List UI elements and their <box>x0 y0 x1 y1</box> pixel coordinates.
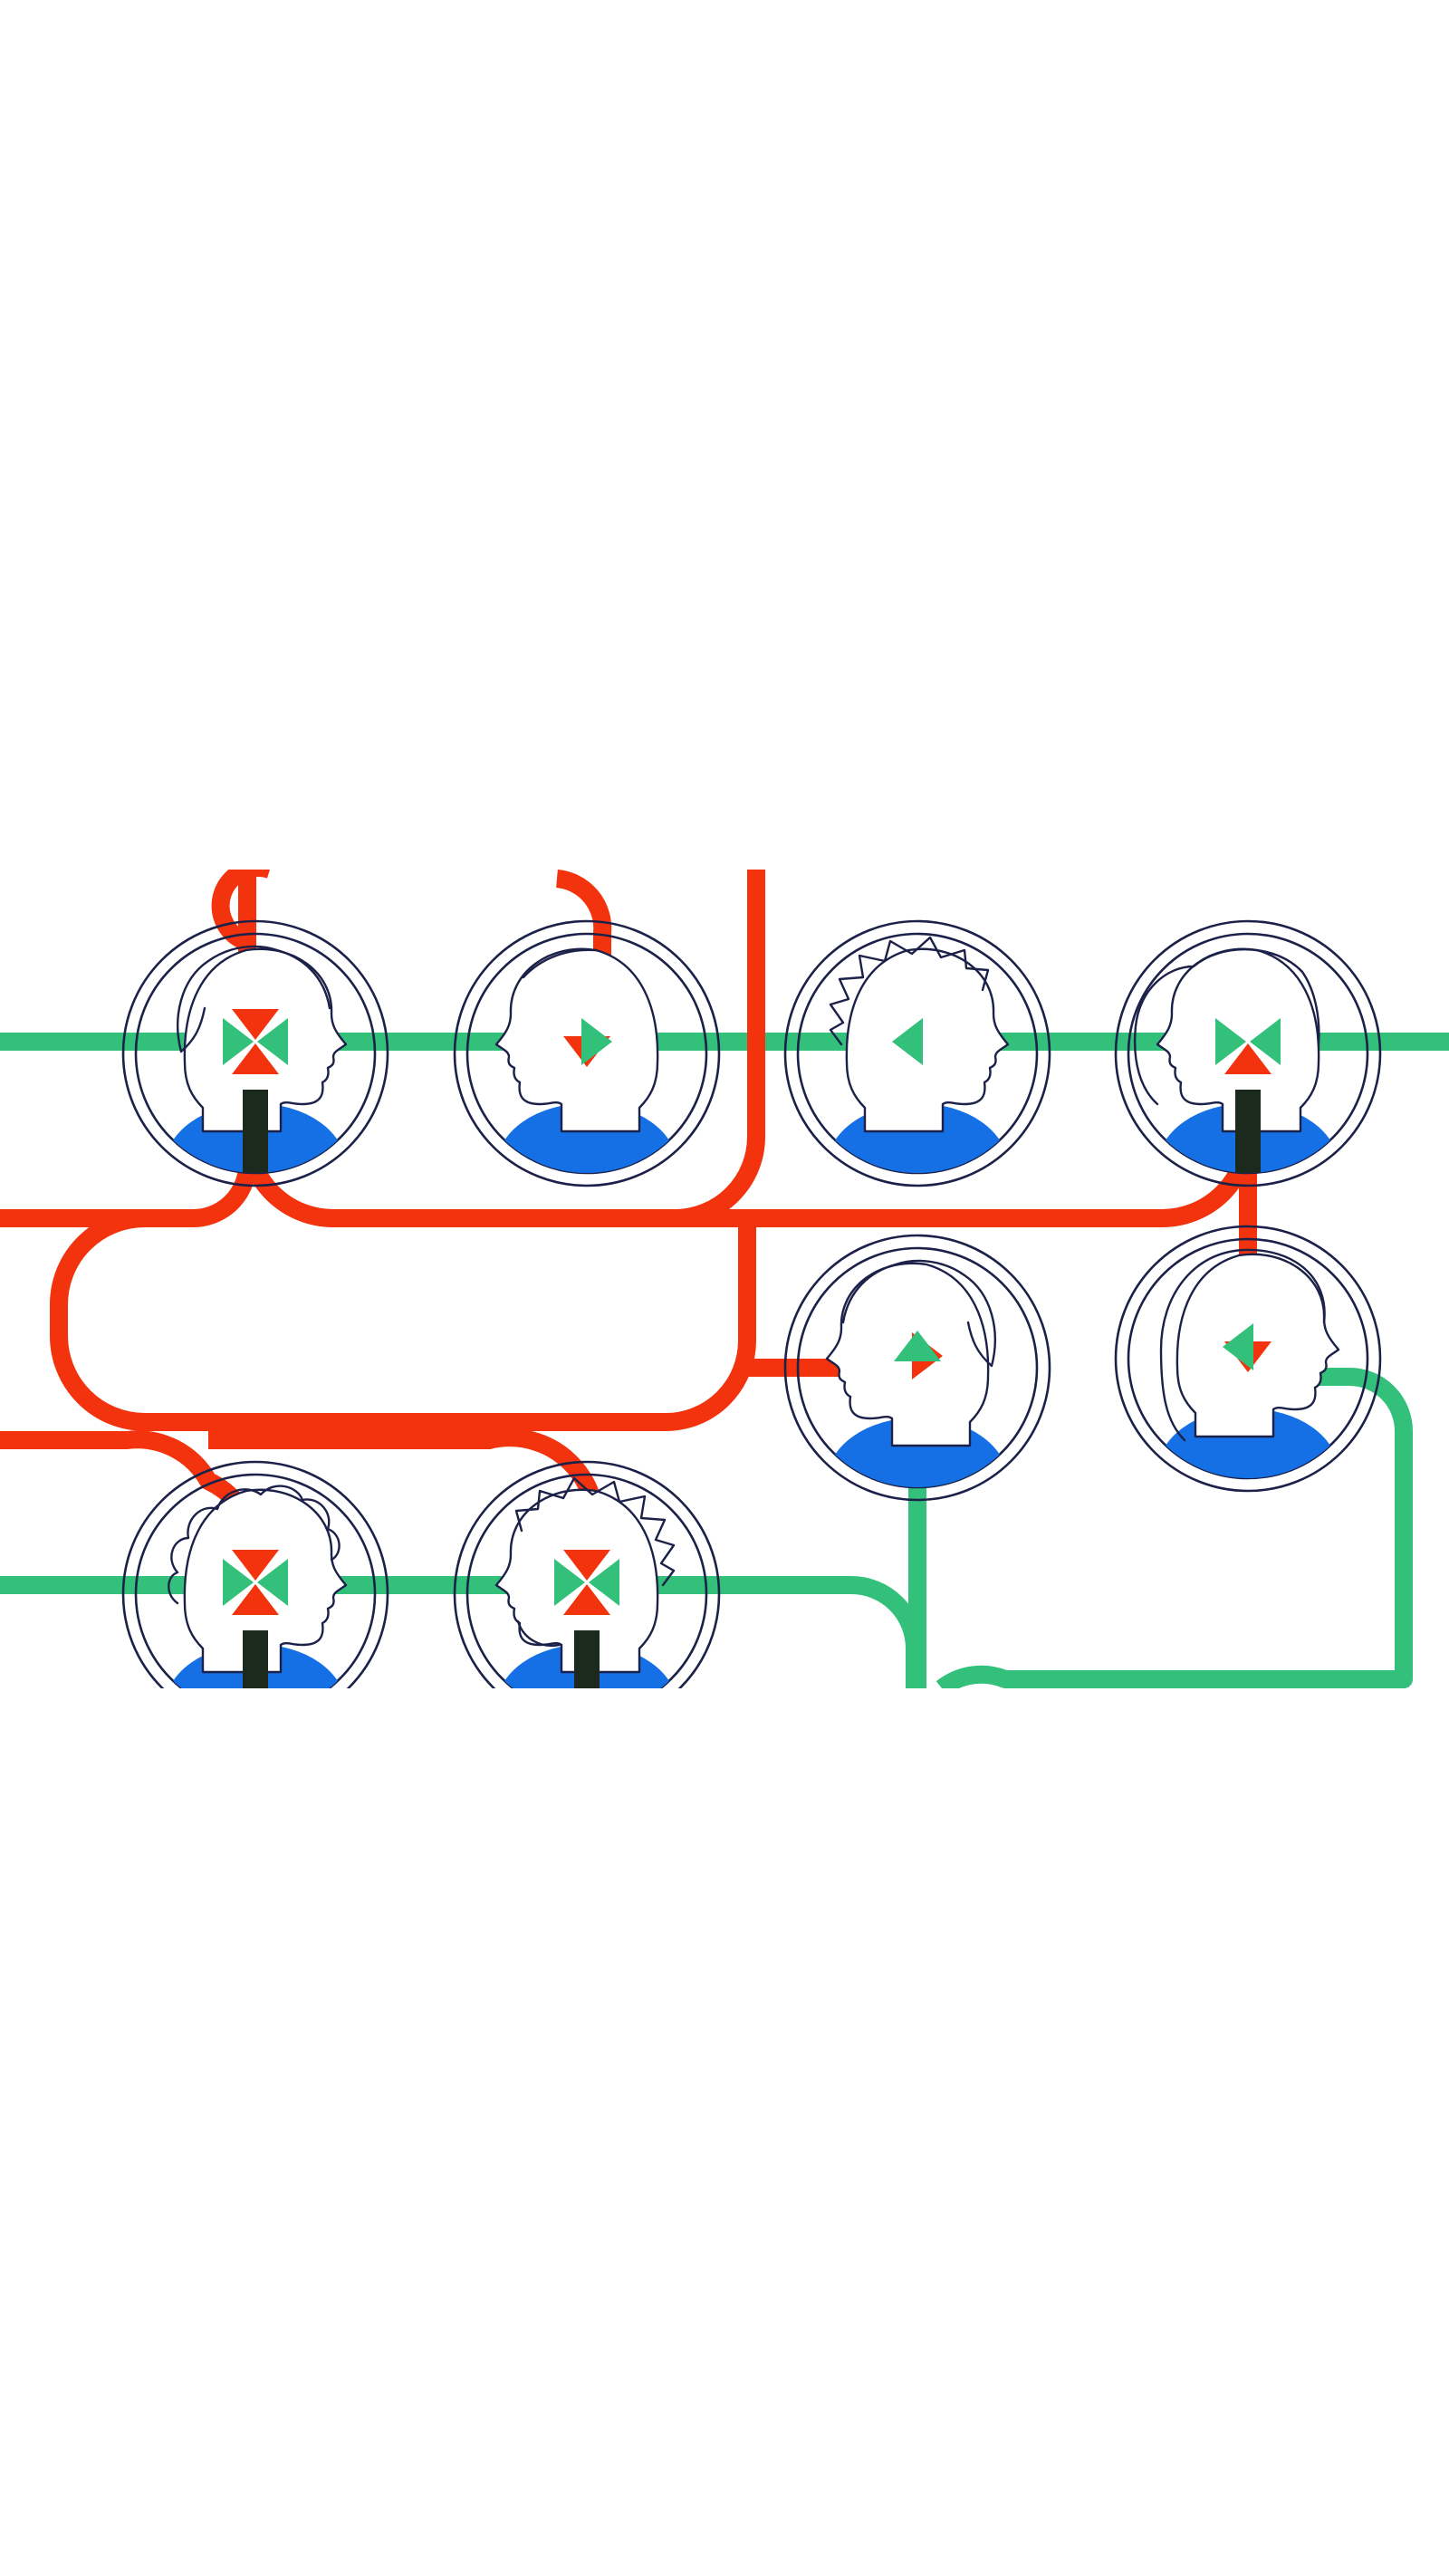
portrait-outer-ring <box>1114 919 1382 1187</box>
arrowhead-icon <box>894 1331 941 1361</box>
hair-icon <box>177 945 331 1053</box>
arrowhead-icon <box>1215 1018 1246 1065</box>
green-route-loop-right <box>936 1368 1413 1688</box>
shoulders <box>827 1103 1008 1173</box>
arrowhead-icon <box>257 1559 288 1606</box>
portrait-outer-ring <box>783 919 1051 1187</box>
arrowhead-icon <box>257 1018 288 1065</box>
route-overlap <box>1235 1090 1261 1173</box>
portrait-outer-ring <box>453 919 721 1187</box>
hair-icon <box>841 1259 996 1368</box>
portrait-inner-ring <box>134 1473 377 1688</box>
cross-icon <box>1221 1014 1275 1069</box>
arrowhead-icon <box>581 1018 612 1065</box>
hair-icon <box>1134 948 1320 1106</box>
arrowhead-icon <box>892 1018 923 1065</box>
portrait-outer-ring <box>121 919 389 1187</box>
arrowhead-icon <box>1250 1018 1281 1065</box>
person-profile-icon <box>845 947 1010 1133</box>
red-route-left-bypass <box>50 1209 756 1431</box>
shoulders <box>165 1644 346 1688</box>
arrowhead-icon <box>563 1550 610 1581</box>
shoulders <box>1157 1408 1339 1478</box>
portrait-outer-ring <box>453 1460 721 1688</box>
arrowhead-icon <box>223 1559 254 1606</box>
cross-icon <box>228 1014 283 1069</box>
arrowhead-icon <box>232 1584 279 1615</box>
hair-icon <box>522 948 598 979</box>
red-route-trunk-col-1 <box>0 870 256 1228</box>
cross-icon <box>560 1555 614 1610</box>
hair-icon <box>168 1485 341 1605</box>
arrowhead-icon <box>232 1550 279 1581</box>
shoulders <box>827 1418 1008 1487</box>
hair-icon <box>829 936 990 1046</box>
arrowhead-icon <box>1224 1043 1271 1074</box>
arrow-group <box>223 1009 1281 1615</box>
arrowhead-icon <box>554 1559 585 1606</box>
arrowhead-icon <box>232 1043 279 1074</box>
portrait-3 <box>783 919 1051 1187</box>
red-route-vertical-col-3 <box>674 870 765 1227</box>
hair-icon <box>1159 1248 1326 1442</box>
arrowhead-icon <box>1223 1323 1253 1370</box>
hair-icon <box>514 1476 676 1648</box>
portrait-outer-ring <box>1114 1225 1382 1493</box>
arrowhead-icon <box>563 1584 610 1615</box>
shoulders <box>496 1103 677 1173</box>
arrowhead-icon <box>223 1018 254 1065</box>
route-overlap <box>243 1630 268 1688</box>
route-overlap <box>574 1630 600 1688</box>
red-route-branch-col-1 <box>211 870 270 951</box>
portrait-outer-ring <box>121 1460 389 1688</box>
shoulders <box>496 1644 677 1688</box>
arrowhead-icon <box>232 1009 279 1040</box>
portrait-outer-ring <box>783 1234 1051 1502</box>
arrowhead-icon <box>589 1559 619 1606</box>
red-route-arc-col-2 <box>555 870 612 1010</box>
route-overlap <box>243 1090 268 1173</box>
portrait-inner-ring <box>465 1473 708 1688</box>
overlap-group <box>243 1090 1261 1688</box>
portrait-group <box>121 919 1382 1688</box>
cross-icon <box>228 1555 283 1610</box>
